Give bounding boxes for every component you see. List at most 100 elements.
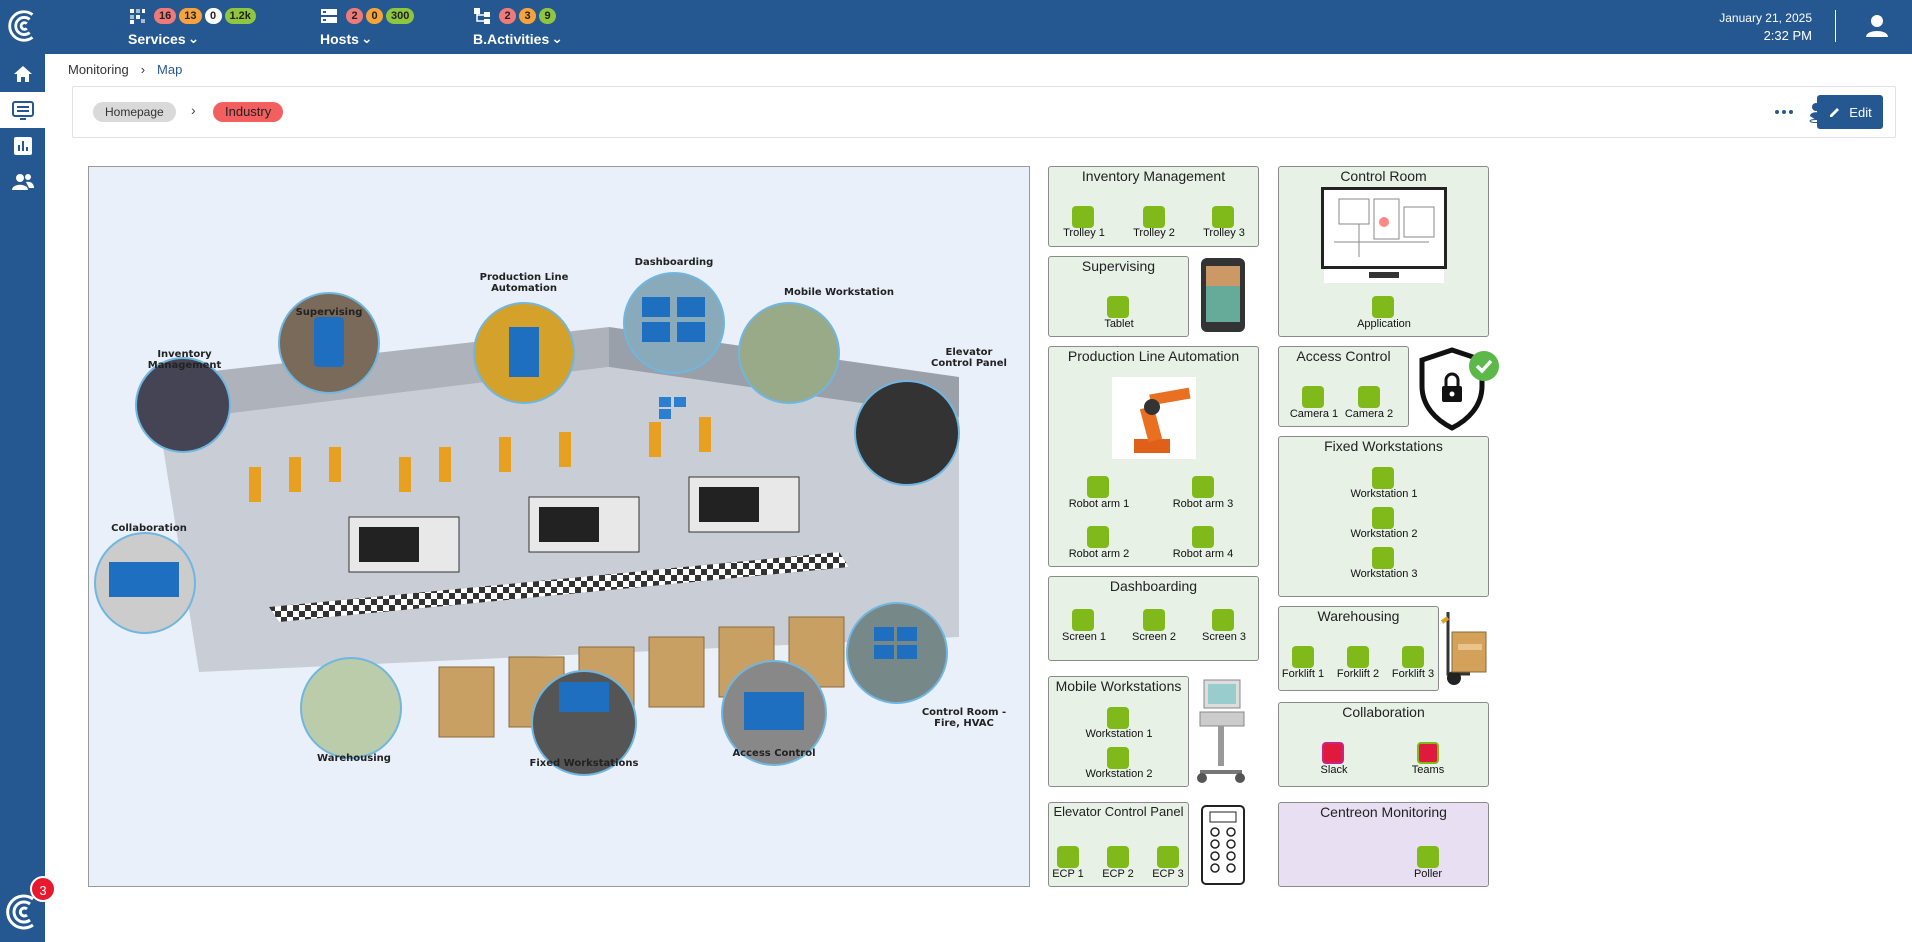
- panel-inventory-management[interactable]: Inventory Management Trolley 1 Trolley 2…: [1048, 166, 1259, 247]
- item-label: Forklift 3: [1391, 668, 1435, 680]
- status-ok-trolley-3[interactable]: [1212, 206, 1234, 228]
- panel-mobile-workstations[interactable]: Mobile Workstations Workstation 1 Workst…: [1048, 676, 1189, 787]
- ba-critical-count[interactable]: 2: [499, 8, 516, 24]
- services-unknown-count[interactable]: 0: [204, 8, 222, 24]
- robot-arm-image: [1112, 377, 1196, 459]
- panel-elevator-control-panel[interactable]: Elevator Control Panel ECP 1 ECP 2 ECP 3: [1048, 802, 1189, 887]
- breadcrumb-monitoring[interactable]: Monitoring: [68, 62, 129, 77]
- panel-title: Inventory Management: [1081, 168, 1226, 184]
- item-label: Trolley 1: [1063, 227, 1105, 239]
- status-ok-fixed-workstation-2[interactable]: [1372, 507, 1394, 529]
- hosts-label[interactable]: Hosts: [320, 30, 359, 47]
- edit-button[interactable]: Edit: [1817, 95, 1883, 129]
- map-label-dashboarding: Dashboarding: [634, 257, 714, 268]
- hosts-down-count[interactable]: 2: [346, 8, 363, 24]
- status-ok-mobile-workstation-2[interactable]: [1107, 747, 1129, 769]
- clock: January 21, 2025 2:32 PM: [1719, 9, 1812, 45]
- tablet-image: [1201, 258, 1245, 332]
- centreon-logo[interactable]: [4, 6, 42, 46]
- status-ok-robot-arm-2[interactable]: [1087, 526, 1109, 548]
- status-ok-robot-arm-4[interactable]: [1192, 526, 1214, 548]
- panel-production-line-automation[interactable]: Production Line Automation Robot arm 1 R…: [1048, 346, 1259, 567]
- ba-warning-count[interactable]: 3: [519, 8, 536, 24]
- item-label: Tablet: [1104, 318, 1134, 330]
- status-critical-teams[interactable]: [1417, 742, 1439, 764]
- status-ok-trolley-1[interactable]: [1072, 206, 1094, 228]
- map-label-controlroom: Control Room - Fire, HVAC: [921, 707, 1007, 729]
- item-label: Workstation 1: [1085, 728, 1153, 740]
- current-date: January 21, 2025: [1719, 11, 1812, 25]
- chevron-down-icon[interactable]: ⌄: [360, 30, 373, 46]
- status-ok-poller[interactable]: [1417, 846, 1439, 868]
- status-ok-forklift-2[interactable]: [1347, 646, 1369, 668]
- panel-title: Fixed Workstations: [1324, 438, 1443, 454]
- notification-badge[interactable]: 3: [30, 876, 56, 902]
- industry-map-image: Inventory Management Supervising Product…: [88, 166, 1030, 887]
- hosts-status[interactable]: 2 0 300 Hosts⌄: [320, 7, 415, 47]
- status-ok-fixed-workstation-1[interactable]: [1372, 467, 1394, 489]
- pencil-icon: [1830, 108, 1840, 117]
- status-ok-fixed-workstation-3[interactable]: [1372, 547, 1394, 569]
- control-room-monitor-image: [1321, 187, 1447, 283]
- status-ok-forklift-3[interactable]: [1402, 646, 1424, 668]
- panel-fixed-workstations[interactable]: Fixed Workstations Workstation 1 Worksta…: [1278, 436, 1489, 597]
- panel-title: Access Control: [1296, 348, 1391, 364]
- item-label: Screen 1: [1061, 631, 1107, 643]
- hosts-up-count[interactable]: 300: [386, 8, 415, 24]
- status-ok-trolley-2[interactable]: [1143, 206, 1165, 228]
- status-ok-ecp-2[interactable]: [1107, 846, 1129, 868]
- panel-collaboration[interactable]: Collaboration Slack Teams: [1278, 702, 1489, 787]
- panel-control-room[interactable]: Control Room Application: [1278, 166, 1489, 337]
- status-ok-screen-3[interactable]: [1212, 609, 1234, 631]
- panel-title: Mobile Workstations: [1055, 678, 1182, 694]
- chevron-down-icon[interactable]: ⌄: [187, 30, 200, 46]
- chart-icon: [13, 137, 32, 155]
- panel-access-control[interactable]: Access Control Camera 1 Camera 2: [1278, 346, 1409, 427]
- panel-warehousing[interactable]: Warehousing Forklift 1 Forklift 2 Forkli…: [1278, 606, 1439, 691]
- user-profile-icon[interactable]: [1862, 11, 1892, 41]
- status-ok-camera-2[interactable]: [1358, 386, 1380, 408]
- status-ok-tablet[interactable]: [1107, 296, 1129, 318]
- more-options-icon[interactable]: [1773, 101, 1795, 123]
- services-ok-count[interactable]: 1.2k: [224, 8, 256, 24]
- status-ok-application[interactable]: [1372, 296, 1394, 318]
- status-ok-screen-2[interactable]: [1143, 609, 1165, 631]
- business-activities-status[interactable]: 2 3 9 B.Activities⌄: [473, 7, 563, 47]
- panel-centreon-monitoring[interactable]: Centreon Monitoring Poller: [1278, 802, 1489, 887]
- chevron-right-icon: ›: [140, 62, 146, 77]
- ba-ok-count[interactable]: 9: [539, 8, 556, 24]
- status-ok-forklift-1[interactable]: [1292, 646, 1314, 668]
- sidebar-item-reporting[interactable]: [0, 128, 45, 164]
- status-critical-slack[interactable]: [1322, 742, 1344, 764]
- hosts-unreachable-count[interactable]: 0: [366, 8, 383, 24]
- panel-dashboarding[interactable]: Dashboarding Screen 1 Screen 2 Screen 3: [1048, 576, 1259, 661]
- breadcrumb: Monitoring › Map: [68, 62, 182, 77]
- chevron-down-icon[interactable]: ⌄: [551, 30, 563, 46]
- business-activities-label[interactable]: B.Activities: [473, 30, 550, 47]
- status-ok-mobile-workstation-1[interactable]: [1107, 707, 1129, 729]
- services-critical-count[interactable]: 16: [154, 8, 177, 24]
- status-ok-ecp-1[interactable]: [1057, 846, 1079, 868]
- sidebar-item-monitoring[interactable]: [0, 92, 45, 128]
- status-ok-robot-arm-1[interactable]: [1087, 476, 1109, 498]
- panel-title: Supervising: [1081, 258, 1156, 274]
- panel-title: Production Line Automation: [1067, 348, 1240, 364]
- status-ok-ecp-3[interactable]: [1157, 846, 1179, 868]
- item-label: Poller: [1413, 868, 1443, 880]
- item-label: Forklift 2: [1336, 668, 1380, 680]
- centreon-logo[interactable]: [2, 890, 42, 934]
- sidebar-item-home[interactable]: [0, 56, 45, 92]
- services-label[interactable]: Services: [128, 30, 186, 47]
- status-ok-camera-1[interactable]: [1302, 386, 1324, 408]
- breadcrumb-map[interactable]: Map: [157, 62, 183, 77]
- status-ok-robot-arm-3[interactable]: [1192, 476, 1214, 498]
- current-time: 2:32 PM: [1763, 28, 1812, 43]
- services-warning-count[interactable]: 13: [179, 8, 202, 24]
- item-label: Workstation 2: [1350, 528, 1418, 540]
- homepage-chip[interactable]: Homepage: [93, 102, 176, 122]
- services-status[interactable]: 16 13 0 1.2k Services⌄: [128, 7, 256, 47]
- sidebar-item-users[interactable]: [0, 164, 45, 200]
- status-ok-screen-1[interactable]: [1072, 609, 1094, 631]
- industry-chip[interactable]: Industry: [213, 102, 284, 122]
- panel-supervising[interactable]: Supervising Tablet: [1048, 256, 1189, 337]
